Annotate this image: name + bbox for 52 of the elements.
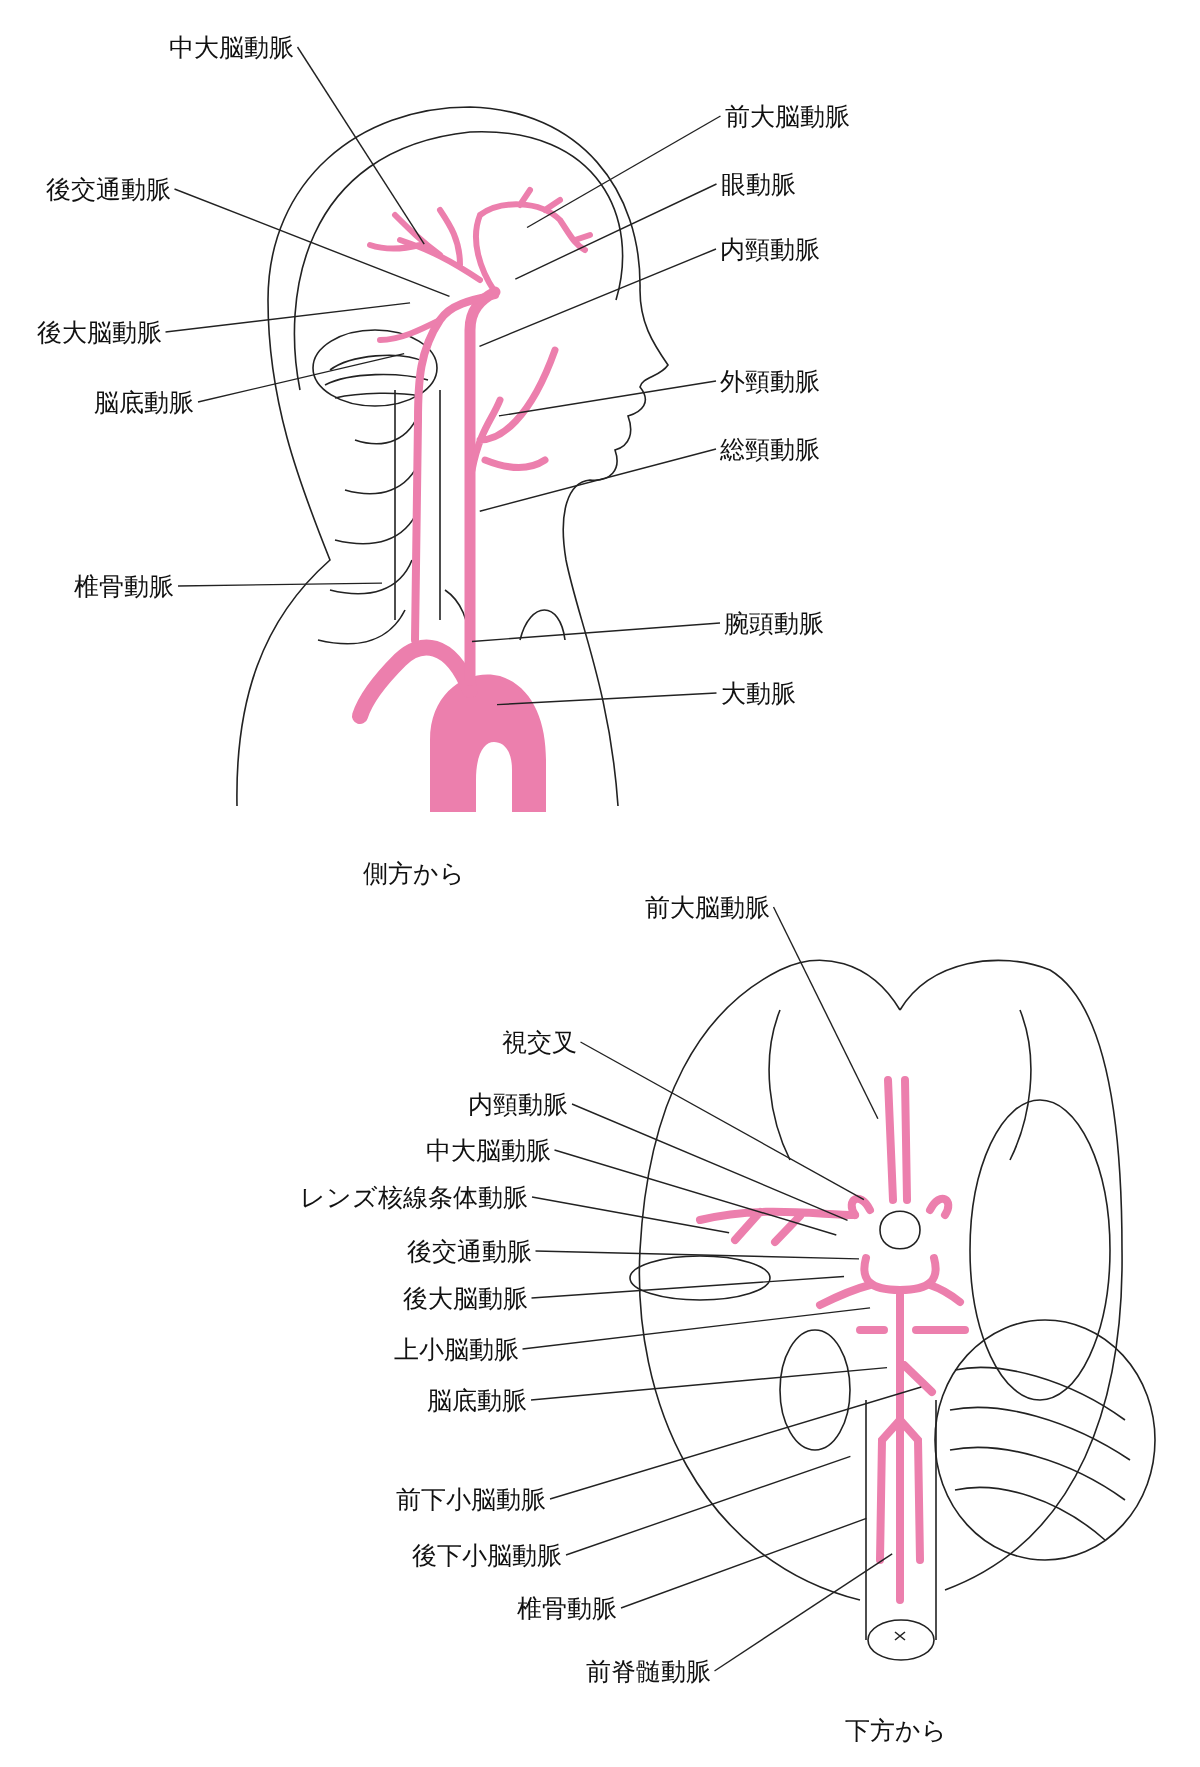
leader-line (173, 188, 451, 298)
leader-line (164, 302, 411, 333)
artery-label: 脳底動脈 (94, 385, 194, 419)
artery-label: 総頸動脈 (720, 432, 820, 466)
artery-label: 外頸動脈 (720, 364, 820, 398)
artery-label: 後下小脳動脈 (412, 1538, 562, 1572)
artery-label: 腕頭動脈 (724, 606, 824, 640)
leader-line (514, 183, 718, 280)
artery-label: レンズ核線条体動脈 (300, 1180, 528, 1214)
leader-line (521, 1307, 871, 1350)
artery-label: 前大脳動脈 (724, 99, 850, 133)
artery-label: 視交叉 (501, 1025, 577, 1059)
leader-line (531, 1196, 730, 1234)
artery-label: 椎骨動脈 (517, 1591, 617, 1625)
artery-label: 後交通動脈 (45, 172, 171, 206)
leader-line (177, 582, 383, 587)
leader-line (498, 380, 717, 417)
leader-line (197, 352, 405, 403)
leader-line (530, 1366, 888, 1401)
artery-label: 中大脳動脈 (425, 1133, 551, 1167)
leader-line (526, 115, 722, 229)
artery-label: 椎骨動脈 (74, 569, 174, 603)
leader-line (571, 1103, 849, 1221)
artery-label: 内頸動脈 (720, 232, 820, 266)
artery-label: 内頸動脈 (468, 1087, 568, 1121)
leader-line (530, 1275, 845, 1299)
leader-line (479, 448, 717, 512)
leader-line (534, 1250, 860, 1260)
view-caption: 側方から (363, 857, 465, 890)
artery-label: 脳底動脈 (427, 1383, 527, 1417)
artery-label: 中大脳動脈 (168, 30, 294, 64)
leader-line (772, 906, 879, 1120)
artery-label: 後交通動脈 (406, 1234, 532, 1268)
leader-line (565, 1455, 852, 1556)
artery-label: 前大脳動脈 (644, 890, 770, 924)
leader-line (478, 248, 717, 348)
artery-label: 後大脳動脈 (36, 315, 162, 349)
leader-line (713, 1553, 893, 1672)
leader-line (471, 622, 721, 643)
artery-label: 前脊髄動脈 (585, 1654, 711, 1688)
artery-label: 上小脳動脈 (393, 1332, 519, 1366)
leader-line (296, 46, 425, 245)
leader-line (549, 1386, 922, 1500)
view-caption: 下方から (845, 1714, 947, 1747)
artery-label: 後大脳動脈 (402, 1281, 528, 1315)
leader-line (620, 1517, 868, 1609)
artery-label: 前下小脳動脈 (396, 1482, 546, 1516)
artery-label: 大動脈 (720, 676, 796, 710)
leader-line (579, 1041, 865, 1201)
leader-line (496, 692, 718, 706)
leader-line (553, 1149, 837, 1236)
artery-label: 眼動脈 (720, 167, 796, 201)
